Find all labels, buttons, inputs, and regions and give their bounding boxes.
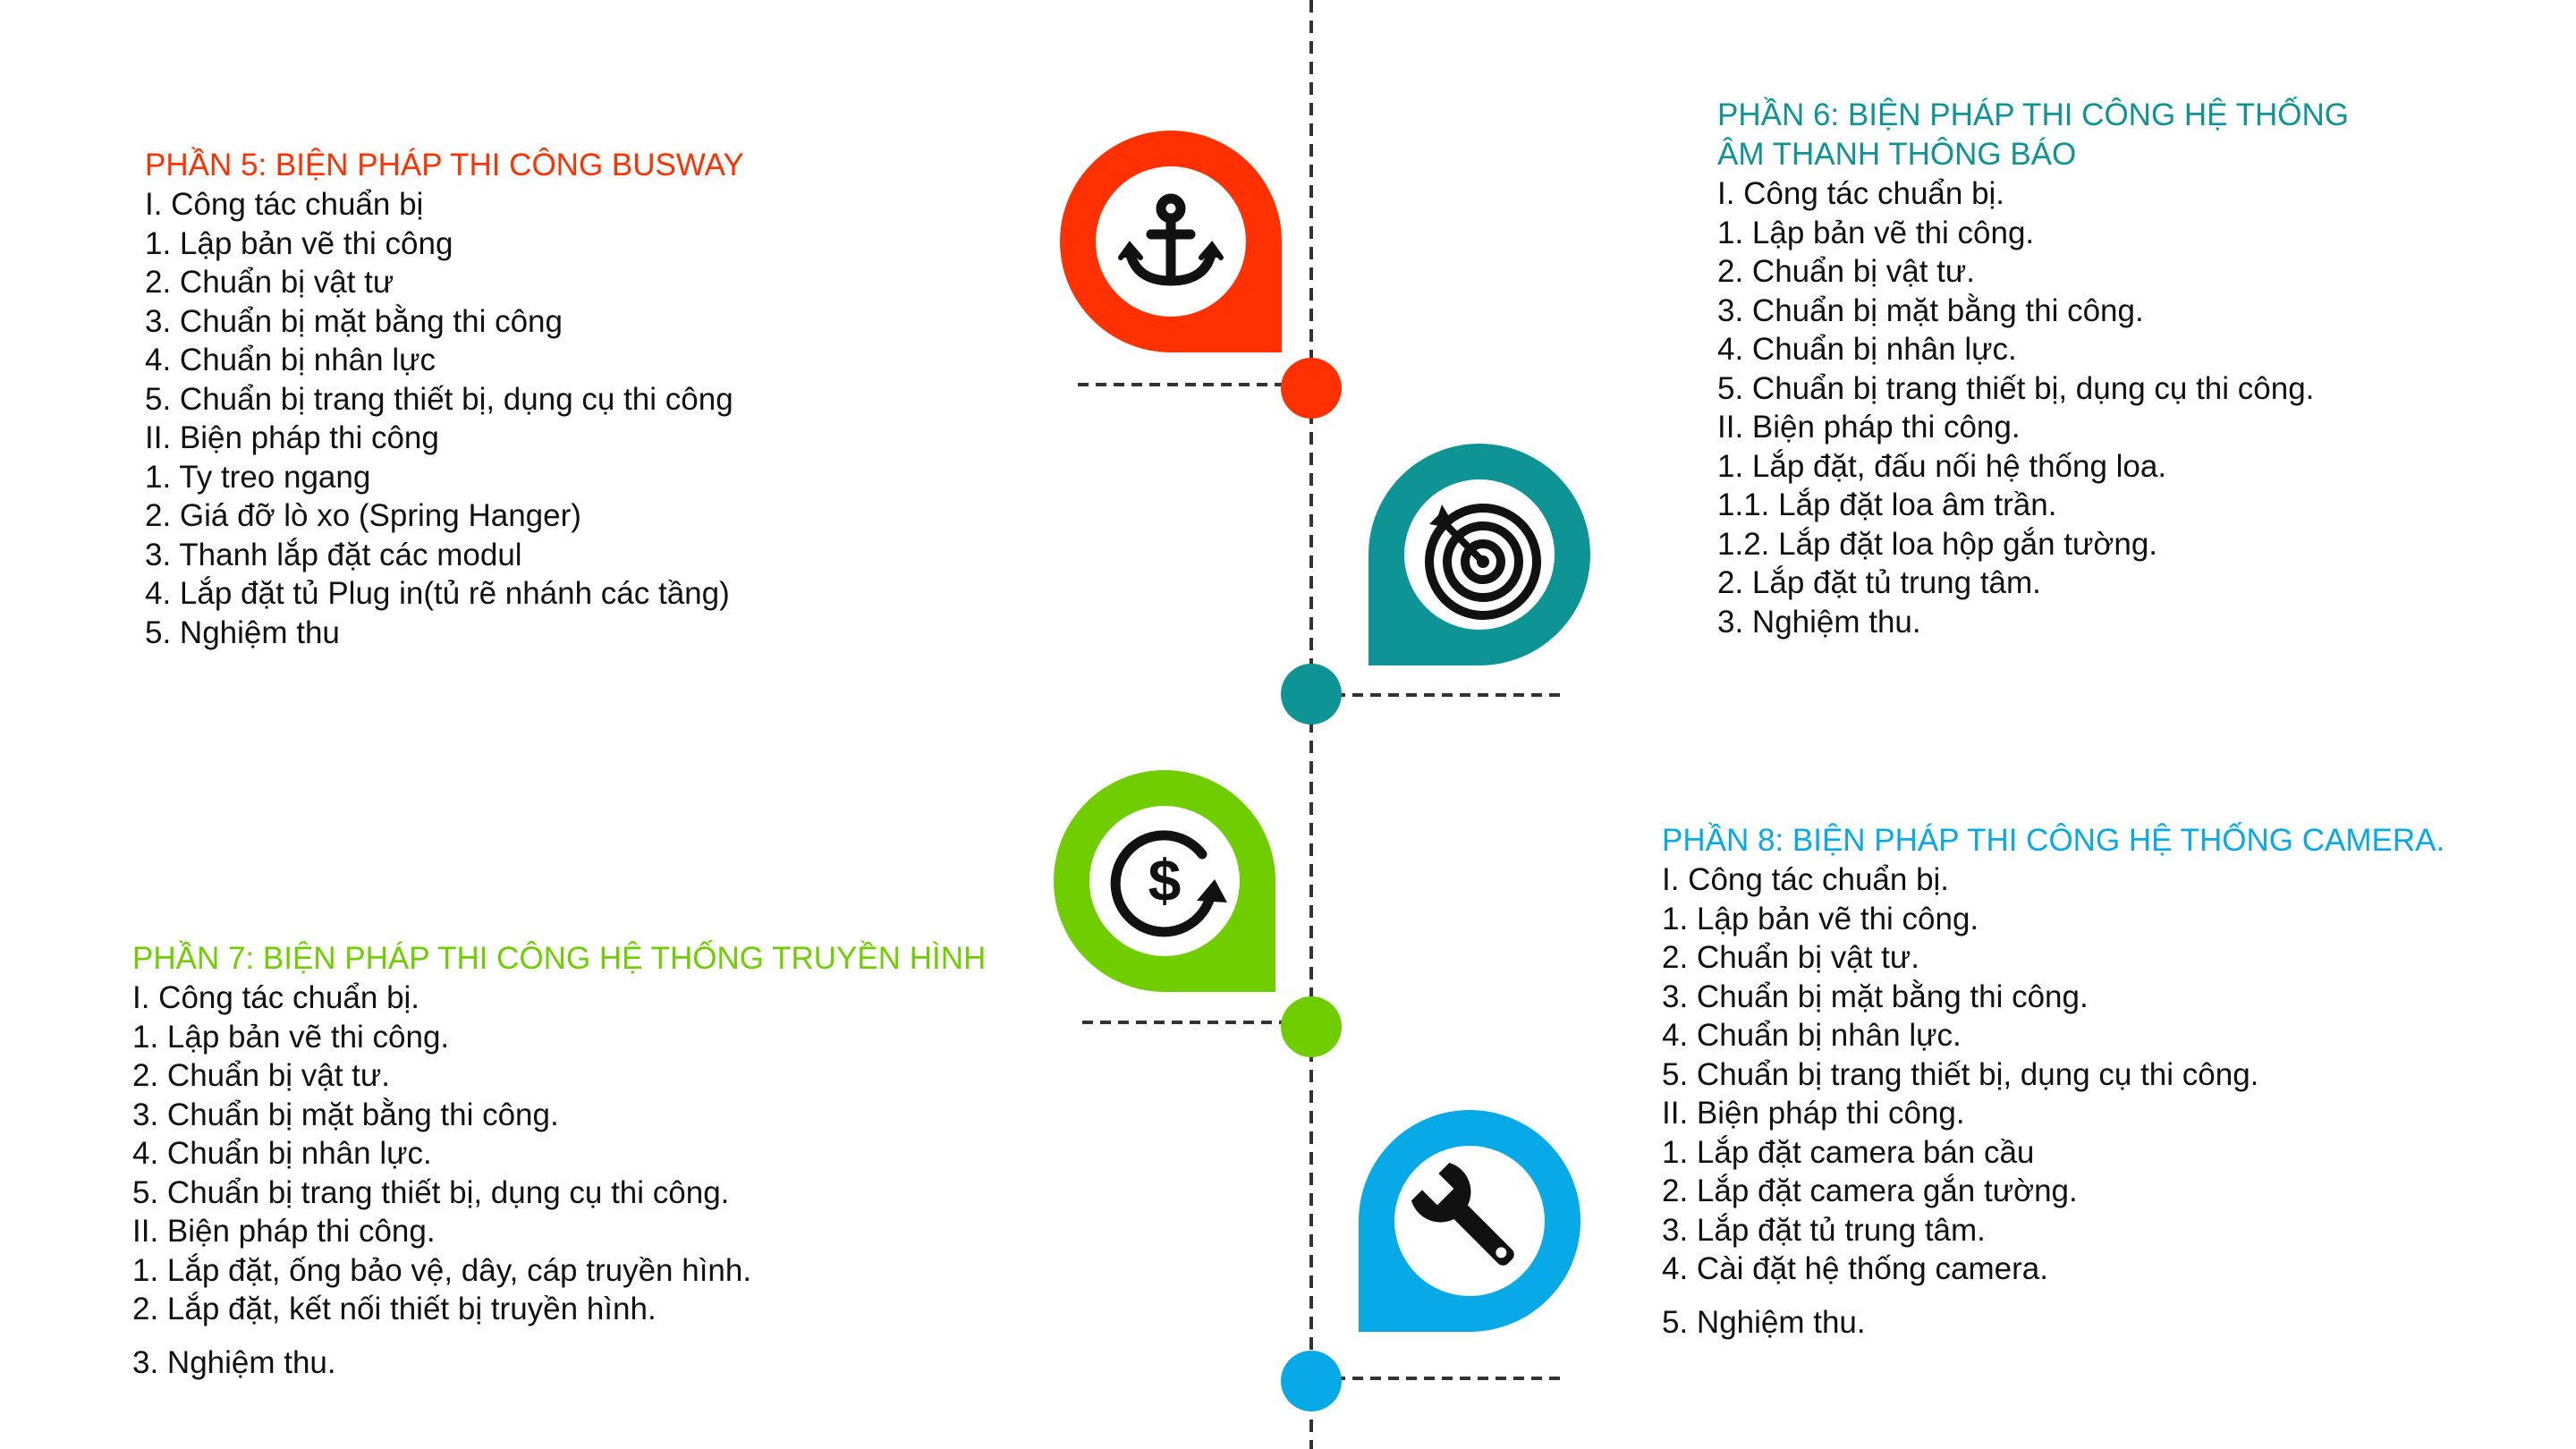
list-item: 3. Thanh lắp đặt các modul: [145, 537, 522, 572]
list-item: 1. Lắp đặt, ống bảo vệ, dây, cáp truyền …: [132, 1252, 752, 1288]
target-icon: [1425, 504, 1541, 620]
list-item: 1. Lập bản vẽ thi công.: [132, 1019, 450, 1055]
pin-p7: $: [1054, 770, 1275, 992]
list-item: II. Biện pháp thi công.: [1717, 410, 2021, 445]
list-item: 5. Chuẩn bị trang thiết bị, dụng cụ thi …: [1662, 1056, 2259, 1092]
pin-p6: [1368, 444, 1590, 665]
list-item: 4. Chuẩn bị nhân lực: [145, 343, 436, 377]
list-item: 3. Nghiệm thu.: [1717, 604, 1921, 640]
timeline-dot-p5: [1281, 358, 1342, 419]
list-item: 2. Lắp đặt tủ trung tâm.: [1717, 565, 2041, 600]
list-item: II. Biện pháp thi công.: [132, 1214, 436, 1249]
list-item: 4. Chuẩn bị nhân lực.: [1662, 1018, 1962, 1053]
list-item: 5. Chuẩn bị trang thiết bị, dụng cụ thi …: [1717, 370, 2315, 406]
list-item: 4. Chuẩn bị nhân lực.: [132, 1136, 432, 1171]
list-item: 1. Lập bản vẽ thi công: [145, 225, 453, 261]
list-item: 2. Chuẩn bị vật tư.: [1662, 940, 1920, 975]
timeline-dot-p8: [1281, 1351, 1342, 1411]
section-heading: PHẦN 7: BIỆN PHÁP THI CÔNG HỆ THỐNG TRUY…: [132, 941, 987, 976]
list-item: 1. Lắp đặt, đấu nối hệ thống loa.: [1717, 448, 2167, 484]
list-item: 4. Chuẩn bị nhân lực.: [1717, 332, 2017, 367]
list-item: I. Công tác chuẩn bị: [145, 187, 424, 222]
list-item: 1. Lập bản vẽ thi công.: [1717, 215, 2035, 250]
wrench-icon: [1411, 1162, 1514, 1266]
list-item: I. Công tác chuẩn bị.: [1662, 862, 1950, 897]
dollar-cycle-icon: $: [1110, 830, 1227, 937]
section-p5: PHẦN 5: BIỆN PHÁP THI CÔNG BUSWAY I. Côn…: [145, 146, 744, 652]
list-item: 2. Giá đỡ lò xo (Spring Hanger): [145, 498, 581, 533]
list-item: 1. Ty treo ngang: [145, 459, 371, 495]
section-heading-line-2: ÂM THANH THÔNG BÁO: [1717, 137, 2077, 172]
list-item: II. Biện pháp thi công.: [1662, 1096, 1965, 1131]
list-item: I. Công tác chuẩn bị.: [1717, 176, 2005, 211]
list-item: 3. Nghiệm thu.: [132, 1344, 336, 1380]
timeline-dot-p6: [1281, 664, 1342, 724]
section-p8: PHẦN 8: BIỆN PHÁP THI CÔNG HỆ THỐNG CAME…: [1662, 821, 2445, 1342]
list-item: 2. Chuẩn bị vật tư.: [132, 1058, 391, 1093]
list-item: 5. Nghiệm thu.: [1662, 1304, 1866, 1340]
list-item: 3. Chuẩn bị mặt bằng thi công: [145, 303, 563, 339]
list-item: 2. Chuẩn bị vật tư.: [1717, 254, 1976, 289]
timeline-dot-p7: [1281, 996, 1342, 1057]
list-item: II. Biện pháp thi công: [145, 420, 439, 455]
list-item: 3. Lắp đặt tủ trung tâm.: [1662, 1212, 1986, 1248]
pin-p8: [1359, 1110, 1580, 1332]
list-item: I. Công tác chuẩn bị.: [132, 980, 420, 1015]
svg-text:$: $: [1148, 847, 1182, 913]
list-item: 1.2. Lắp đặt loa hộp gắn tường.: [1717, 526, 2158, 562]
list-item: 5. Nghiệm thu: [145, 614, 340, 650]
list-item: 5. Chuẩn bị trang thiết bị, dụng cụ thi …: [145, 381, 733, 417]
list-item: 2. Chuẩn bị vật tư: [145, 265, 394, 300]
pin-p5: [1060, 131, 1282, 352]
list-item: 2. Lắp đặt camera gắn tường.: [1662, 1174, 2078, 1208]
list-item: 4. Cài đặt hệ thống camera.: [1662, 1251, 2048, 1286]
list-item: 1. Lập bản vẽ thi công.: [1662, 901, 1979, 936]
section-p7: PHẦN 7: BIỆN PHÁP THI CÔNG HỆ THỐNG TRUY…: [132, 939, 986, 1382]
section-heading: PHẦN 6: BIỆN PHÁP THI CÔNG HỆ THỐNG: [1717, 97, 2349, 132]
section-heading: PHẦN 8: BIỆN PHÁP THI CÔNG HỆ THỐNG CAME…: [1662, 823, 2445, 858]
list-item: 1.1. Lắp đặt loa âm trần.: [1717, 487, 2057, 522]
section-heading: PHẦN 5: BIỆN PHÁP THI CÔNG BUSWAY: [145, 148, 744, 182]
list-item: 3. Chuẩn bị mặt bằng thi công.: [132, 1097, 559, 1132]
list-item: 2. Lắp đặt, kết nối thiết bị truyền hình…: [132, 1292, 657, 1326]
list-item: 5. Chuẩn bị trang thiết bị, dụng cụ thi …: [132, 1174, 730, 1210]
section-p6: PHẦN 6: BIỆN PHÁP THI CÔNG HỆ THỐNG ÂM T…: [1717, 96, 2349, 641]
list-item: 1. Lắp đặt camera bán cầu: [1662, 1134, 2035, 1170]
list-item: 4. Lắp đặt tủ Plug in(tủ rẽ nhánh các tầ…: [145, 576, 730, 611]
anchor-icon: [1118, 193, 1224, 286]
list-item: 3. Chuẩn bị mặt bằng thi công.: [1662, 979, 2089, 1014]
list-item: 3. Chuẩn bị mặt bằng thi công.: [1717, 292, 2144, 328]
